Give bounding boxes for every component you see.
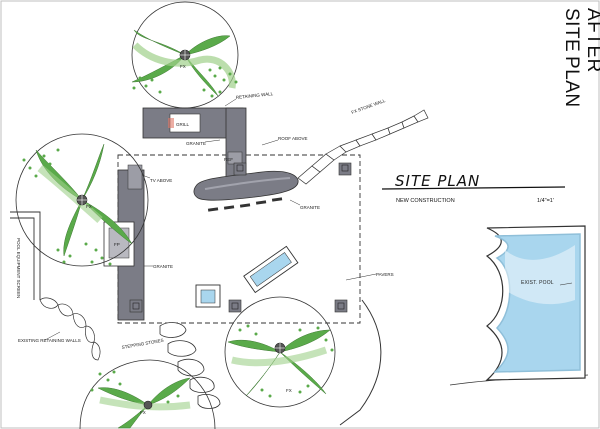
granite-top-label: GRANITE — [186, 141, 206, 146]
property-line — [339, 299, 382, 426]
fx-stone-wall: FX STONE WALL — [297, 98, 429, 185]
grill-accent — [168, 118, 174, 128]
groundcover-dots — [22, 66, 334, 404]
granite-left-label: GRANITE — [153, 264, 173, 269]
fx-stone-wall-label: FX STONE WALL — [351, 98, 387, 115]
tree-top: FX — [131, 1, 239, 109]
fx-tree-left-label: FX — [86, 204, 92, 209]
plan-title-underline — [381, 186, 566, 190]
tree-bottom-left: FX — [79, 359, 216, 429]
fx-tree-bottom-right-label: FX — [286, 388, 292, 393]
exist-pool-label: EXIST. POOL — [521, 280, 554, 286]
lounge-chair — [243, 245, 299, 294]
fx-tree-top-label: FX — [180, 64, 186, 69]
granite-counter-label: GRANITE — [300, 205, 320, 210]
existing-pool: EXIST. POOL — [485, 225, 586, 381]
roof-columns — [129, 162, 352, 313]
plan-subtitle: NEW CONSTRUCTION — [396, 198, 455, 204]
plan-scale: 1/4"=1' — [537, 198, 554, 204]
roof-above-label: ROOF ABOVE — [278, 136, 308, 141]
side-chair — [195, 284, 221, 308]
retaining-wall-label: RETAINING WALL — [236, 91, 274, 100]
corner-title-line2: PLAN — [561, 56, 582, 108]
grill-label: GRILL — [176, 122, 190, 127]
fp-label: FP — [114, 242, 120, 247]
granite-bar: GRANITE — [193, 170, 320, 212]
tv-above-label: TV ABOVE — [150, 178, 172, 183]
pool-equipment-label: POOL EQUIPMENT SCREEN — [16, 238, 21, 298]
tree-bottom-right: FX — [224, 296, 336, 408]
corner-title: SITE PLAN AFTER — [561, 8, 600, 108]
kitchen-walls: GRILL REF GRANITE — [142, 107, 247, 181]
stepping-stones-label: STEPPING STONES — [121, 338, 164, 350]
plan-title-block: SITE PLAN NEW CONSTRUCTION 1/4"=1' — [381, 172, 566, 204]
existing-retaining-walls: EXISTING RETAINING WALLS — [18, 297, 101, 361]
fx-tree-bottom-left-label: FX — [140, 410, 146, 415]
tv-unit — [127, 164, 143, 190]
existing-retaining-walls-label: EXISTING RETAINING WALLS — [18, 338, 81, 343]
corner-title-line1: SITE — [561, 8, 582, 52]
pool-equipment-screen: POOL EQUIPMENT SCREEN — [10, 211, 41, 300]
ref-label: REF — [224, 157, 233, 162]
plan-title: SITE PLAN — [395, 172, 480, 190]
fireplace-wall: FP TV ABOVE — [103, 164, 172, 321]
pavers-label: PAVERS — [376, 272, 394, 277]
tree-left: FX — [15, 133, 149, 267]
corner-title-line3: AFTER — [583, 8, 600, 73]
stepping-stones: STEPPING STONES — [121, 322, 221, 409]
